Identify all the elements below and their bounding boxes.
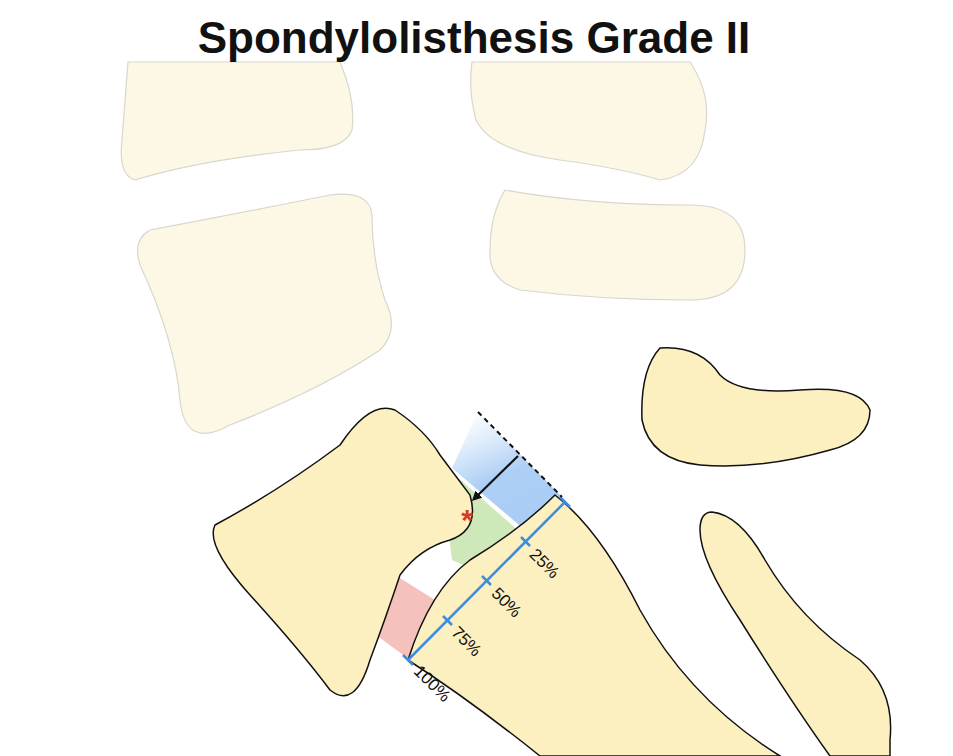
pars-marker: * [461, 503, 473, 537]
measure-line [408, 502, 565, 660]
slip-arrow [474, 456, 518, 499]
measure-ticks [403, 497, 570, 665]
l5-vertebral-body [213, 408, 472, 696]
diagram-title: Spondylolisthesis Grade II [198, 13, 751, 63]
sacrum [408, 495, 780, 756]
